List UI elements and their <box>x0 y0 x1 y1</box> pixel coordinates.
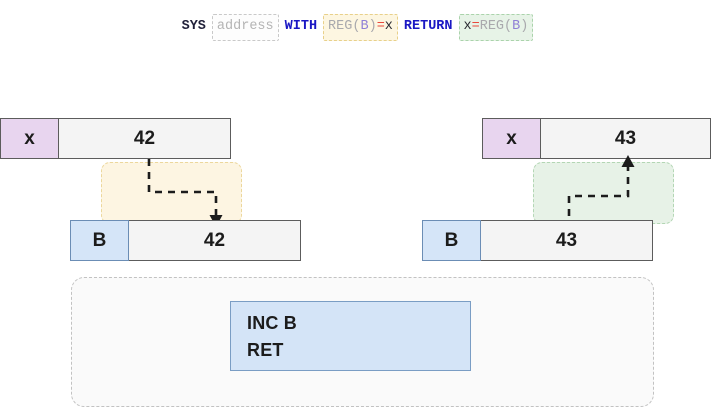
assign-operator-in: = <box>376 19 385 34</box>
assign-operator-out: = <box>471 19 480 34</box>
right-register-b-row: B 43 <box>422 220 653 261</box>
paren-open-out: ( <box>504 19 513 34</box>
right-register-b-label: B <box>422 220 481 261</box>
paren-close-out: ) <box>520 19 529 34</box>
register-ref-b-out: B <box>512 19 521 34</box>
arrow-b-to-x-icon <box>567 155 635 229</box>
reg-keyword-in: REG <box>328 19 353 34</box>
left-register-b-value: 42 <box>129 220 301 261</box>
code-line-0: INC B <box>247 313 297 333</box>
postcondition-x-equals-reg-b[interactable]: x=REG(B) <box>458 14 534 41</box>
keyword-sys: SYS <box>181 19 206 34</box>
right-variable-x-value: 43 <box>541 118 711 159</box>
paren-open-in: ( <box>352 19 361 34</box>
left-variable-x-value: 42 <box>59 118 231 159</box>
param-address-slot[interactable]: address <box>211 14 279 41</box>
variable-ref-x-in: x <box>384 19 393 34</box>
variable-ref-x-out: x <box>463 19 472 34</box>
reg-keyword-out: REG <box>479 19 505 34</box>
keyword-with: WITH <box>284 19 318 34</box>
precondition-reg-b-equals-x[interactable]: REG(B)=x <box>323 14 398 41</box>
left-variable-x-row: x 42 <box>0 118 231 159</box>
arrow-x-to-b-icon <box>147 159 223 227</box>
flow-region-argument-in <box>101 159 242 227</box>
flow-region-result-out <box>533 155 674 229</box>
code-line-1: RET <box>247 340 284 360</box>
paren-close-in: ) <box>368 19 377 34</box>
left-register-b-row: B 42 <box>70 220 301 261</box>
register-ref-b-in: B <box>360 19 369 34</box>
right-variable-x-row: x 43 <box>482 118 711 159</box>
left-register-b-label: B <box>70 220 129 261</box>
keyword-return: RETURN <box>403 19 453 34</box>
right-register-b-value: 43 <box>481 220 653 261</box>
subroutine-code-block[interactable]: INC B RET <box>230 301 471 371</box>
left-variable-x-label: x <box>0 118 59 159</box>
right-variable-x-label: x <box>482 118 541 159</box>
